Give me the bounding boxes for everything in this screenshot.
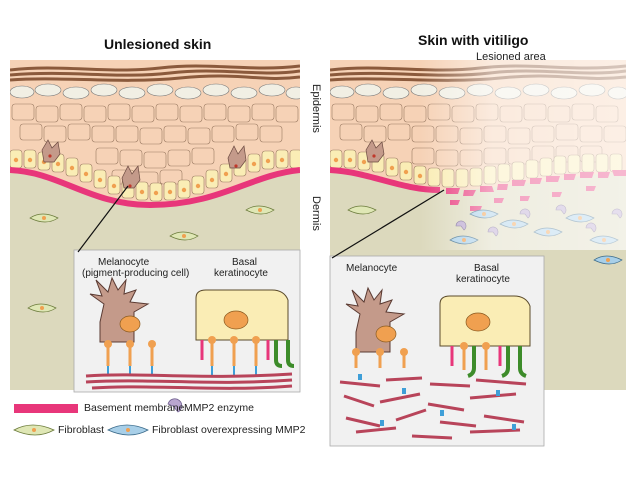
right-inset-integrins: [352, 342, 527, 378]
legend-fibroblast-label: Fibroblast: [58, 424, 105, 436]
left-inset-basal-label: Basal: [232, 257, 258, 268]
lesioned-area-overlay: [420, 60, 626, 250]
left-inset-melanocyte-nucleus: [119, 315, 141, 333]
basement-membrane-left: [10, 167, 300, 209]
left-inset-collagen: [85, 372, 293, 390]
left-inset-keratinocyte: [195, 289, 289, 341]
lesioned-area-label: Lesioned area: [476, 51, 546, 63]
legend-basement-membrane-swatch: [14, 404, 78, 413]
epidermis-label: Epidermis: [310, 84, 322, 133]
legend-basement-membrane-label: Basement membrane: [84, 402, 185, 414]
right-inset-basal-label: Basal: [474, 263, 500, 274]
right-skin-panel: [330, 60, 626, 250]
legend-mmp2-label: MMP2 enzyme: [184, 402, 255, 414]
right-inset-basal-sublabel: keratinocyte: [456, 274, 510, 285]
left-inset-melanocyte-label: Melanocyte: [98, 257, 150, 268]
left-inset-melanocyte-sublabel: (pigment-producing cell): [82, 268, 190, 279]
right-inset-collagen-fragments: [339, 376, 527, 440]
melanocytes-left: [41, 139, 247, 189]
left-panel-title: Unlesioned skin: [104, 36, 212, 52]
right-zoom-pointer: [331, 189, 445, 259]
right-inset-keratinocyte: [439, 295, 531, 347]
left-zoom-pointer: [77, 185, 129, 253]
legend-fibroblast-mmp2-label: Fibroblast overexpressing MMP2: [152, 424, 306, 436]
left-inset-basal-sublabel: keratinocyte: [214, 268, 268, 279]
stratum-corneum-left: [10, 64, 300, 82]
dermis-label: Dermis: [310, 196, 322, 231]
right-inset-melanocyte-label: Melanocyte: [346, 263, 398, 274]
right-panel-title: Skin with vitiligo: [418, 32, 529, 48]
legend-mmp2-icon: [167, 398, 183, 413]
left-skin-panel: [10, 60, 300, 250]
